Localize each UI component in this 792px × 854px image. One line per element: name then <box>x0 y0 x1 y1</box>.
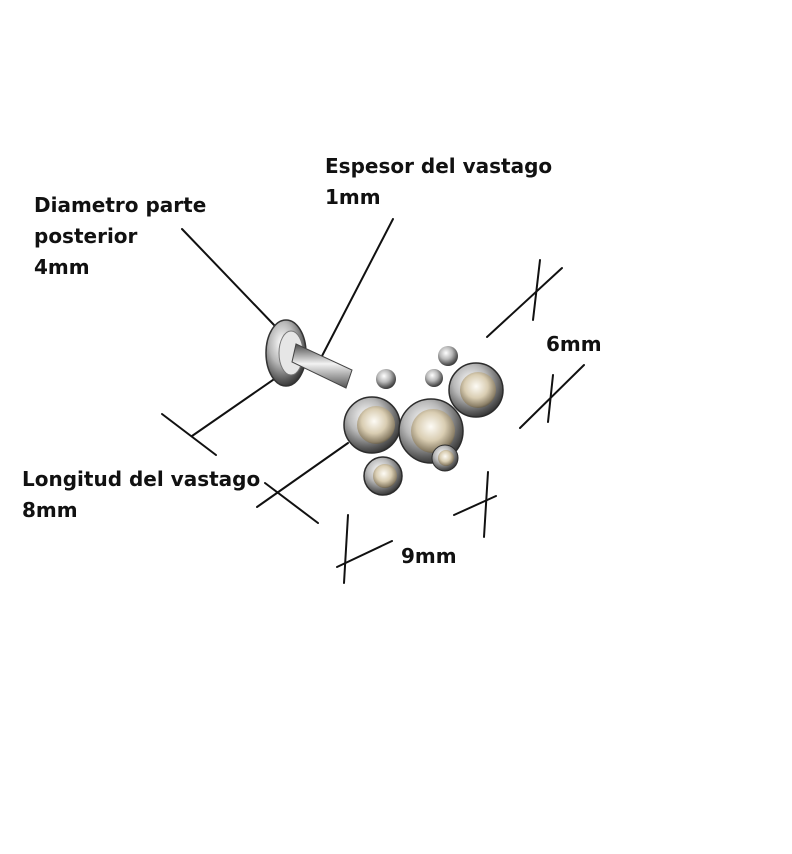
longitud-tick-right <box>264 482 319 524</box>
diametro-leader-line <box>181 228 276 327</box>
ancho-value: 9mm <box>401 544 457 568</box>
ancho-tick-left <box>343 514 349 584</box>
jewel-bead-top-left <box>376 369 396 389</box>
jewel-crystal-small <box>438 450 454 466</box>
longitud-value: 8mm <box>22 498 78 522</box>
jewel-crystal-right <box>460 372 496 408</box>
alto-label: 6mm <box>546 329 602 360</box>
diametro-label-line1: Diametro parte <box>34 193 207 217</box>
piercing-illustration <box>265 319 504 496</box>
espesor-value: 1mm <box>325 185 381 209</box>
diametro-label-line2: posterior <box>34 224 138 248</box>
longitud-tick-left <box>161 413 217 456</box>
longitud-label-line1: Longitud del vastago <box>22 467 261 491</box>
espesor-label-line1: Espesor del vastago <box>325 154 553 178</box>
ancho-dimension-line-right <box>453 495 497 516</box>
diametro-value: 4mm <box>34 255 90 279</box>
longitud-label: Longitud del vastago 8mm <box>22 464 260 526</box>
alto-dimension-line-bottom <box>519 364 585 429</box>
longitud-dimension-line-lower <box>256 442 349 508</box>
espesor-label: Espesor del vastago 1mm <box>325 151 552 213</box>
alto-dimension-line-top <box>486 267 563 338</box>
jewel-crystal-left <box>357 406 395 444</box>
jewel-crystal-center <box>411 409 455 453</box>
ancho-tick-right <box>483 471 489 538</box>
jewel-bead-top-right <box>438 346 458 366</box>
jewel-crystal-bottom <box>373 464 397 488</box>
shaft <box>291 343 353 389</box>
espesor-leader-line <box>321 218 394 357</box>
diametro-label: Diametro parte posterior 4mm <box>34 190 206 283</box>
alto-tick-top <box>532 259 541 321</box>
annotation-lines <box>161 218 585 584</box>
ancho-label: 9mm <box>401 541 457 572</box>
jewel-bead-top-middle <box>425 369 443 387</box>
alto-value: 6mm <box>546 332 602 356</box>
alto-tick-bottom <box>547 374 554 423</box>
